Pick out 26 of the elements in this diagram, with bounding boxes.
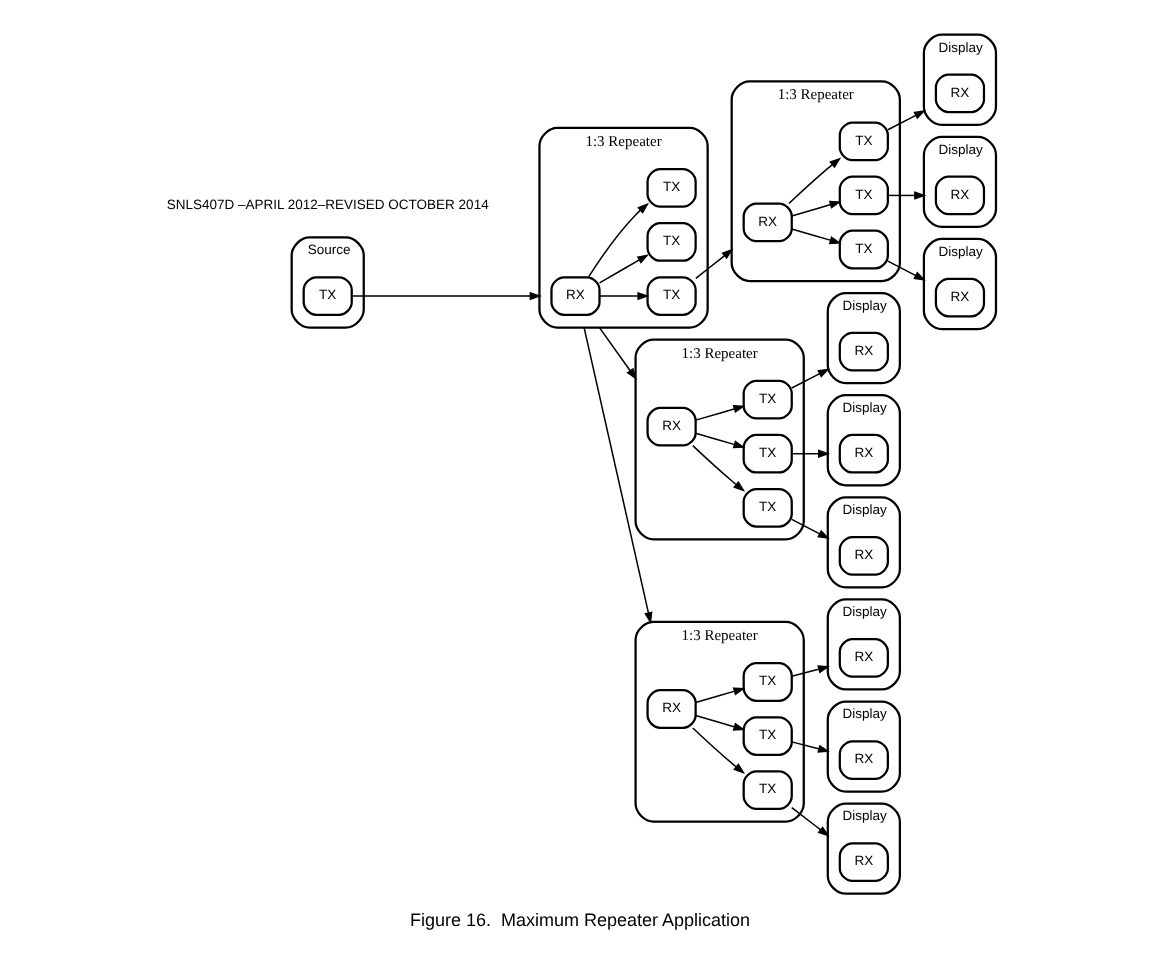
arrow bbox=[887, 110, 926, 131]
arrow bbox=[694, 714, 746, 731]
arrow bbox=[887, 260, 926, 281]
arrow bbox=[791, 200, 842, 217]
arrow bbox=[694, 405, 746, 421]
arrow bbox=[587, 202, 650, 278]
arrow bbox=[694, 687, 746, 704]
arrow bbox=[598, 254, 650, 284]
arrow bbox=[692, 444, 746, 492]
arrow bbox=[598, 326, 637, 381]
arrow bbox=[583, 326, 653, 625]
arrow bbox=[791, 665, 830, 677]
arrow bbox=[791, 449, 831, 458]
arrow bbox=[791, 741, 830, 753]
arrow bbox=[694, 432, 746, 449]
arrow bbox=[695, 248, 734, 280]
arrow bbox=[791, 518, 830, 540]
arrow bbox=[598, 291, 650, 301]
arrow bbox=[351, 291, 542, 301]
arrow bbox=[791, 368, 830, 389]
arrow bbox=[791, 806, 830, 837]
caption: Figure 16. Maximum Repeater Application bbox=[409, 910, 751, 931]
arrow bbox=[791, 228, 842, 245]
arrow bbox=[887, 191, 927, 200]
arrow bbox=[692, 727, 746, 775]
arrow bbox=[788, 157, 842, 205]
